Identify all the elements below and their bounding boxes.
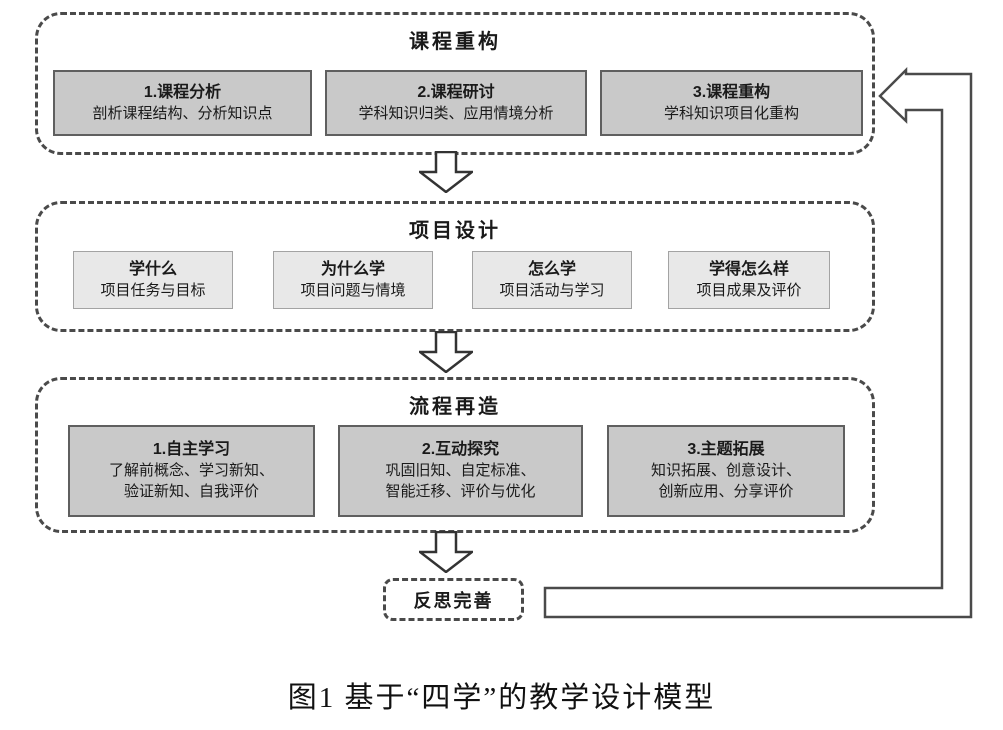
box-what-to-learn: 学什么 项目任务与目标 [73, 251, 233, 309]
box-subtitle-line1: 巩固旧知、自定标准、 [385, 462, 536, 480]
box-title: 1.自主学习 [152, 441, 231, 459]
box-title: 3.主题拓展 [687, 441, 765, 459]
down-arrow-icon [419, 531, 473, 573]
box-title: 2.互动探究 [421, 441, 500, 459]
box-subtitle-line2: 创新应用、分享评价 [658, 483, 794, 500]
reflection-improvement-box: 反思完善 [383, 578, 524, 621]
box-subtitle: 剖析课程结构、分析知识点 [92, 104, 273, 122]
down-arrow-icon [419, 331, 473, 373]
box-theme-expansion: 3.主题拓展 知识拓展、创意设计、 创新应用、分享评价 [607, 425, 845, 517]
box-subtitle: 学科知识归类、应用情境分析 [358, 104, 554, 122]
box-course-restructure: 3.课程重构 学科知识项目化重构 [600, 70, 863, 136]
box-why-learn: 为什么学 项目问题与情境 [273, 251, 433, 309]
box-learning-outcome: 学得怎么样 项目成果及评价 [668, 251, 830, 309]
section-project-design: 项目设计 学什么 项目任务与目标 为什么学 项目问题与情境 怎么学 项目活动与学… [35, 201, 875, 332]
box-subtitle-line1: 了解前概念、学习新知、 [108, 462, 274, 480]
section-course-reconstruction: 课程重构 1.课程分析 剖析课程结构、分析知识点 2.课程研讨 学科知识归类、应… [35, 12, 875, 155]
box-subtitle: 项目问题与情境 [300, 281, 406, 299]
box-title: 2.课程研讨 [417, 83, 495, 101]
box-subtitle: 学科知识项目化重构 [663, 104, 799, 122]
box-how-to-learn: 怎么学 项目活动与学习 [472, 251, 632, 309]
box-title: 学得怎么样 [708, 260, 789, 278]
box-title: 怎么学 [527, 260, 576, 278]
box-subtitle-line2: 智能迁移、评价与优化 [385, 483, 536, 500]
box-subtitle: 项目任务与目标 [100, 281, 206, 299]
box-interactive-inquiry: 2.互动探究 巩固旧知、自定标准、 智能迁移、评价与优化 [338, 425, 583, 517]
box-subtitle: 项目活动与学习 [499, 281, 605, 299]
box-self-learning: 1.自主学习 了解前概念、学习新知、 验证新知、自我评价 [68, 425, 315, 517]
reflection-label: 反思完善 [413, 590, 494, 611]
section-title: 课程重构 [409, 31, 501, 53]
box-subtitle-line1: 知识拓展、创意设计、 [650, 462, 801, 480]
section-title: 流程再造 [409, 396, 501, 418]
figure-caption: 图1 基于“四学”的教学设计模型 [287, 682, 716, 714]
box-subtitle-line2: 验证新知、自我评价 [123, 483, 259, 500]
section-process-reengineering: 流程再造 1.自主学习 了解前概念、学习新知、 验证新知、自我评价 2.互动探究… [35, 377, 875, 533]
box-title: 学什么 [128, 260, 177, 278]
box-title: 1.课程分析 [143, 83, 222, 101]
box-course-discussion: 2.课程研讨 学科知识归类、应用情境分析 [325, 70, 587, 136]
box-subtitle: 项目成果及评价 [696, 281, 802, 299]
box-title: 为什么学 [320, 260, 385, 278]
box-title: 3.课程重构 [692, 83, 771, 101]
box-course-analysis: 1.课程分析 剖析课程结构、分析知识点 [53, 70, 312, 136]
section-title: 项目设计 [409, 220, 501, 242]
down-arrow-icon [419, 151, 473, 193]
